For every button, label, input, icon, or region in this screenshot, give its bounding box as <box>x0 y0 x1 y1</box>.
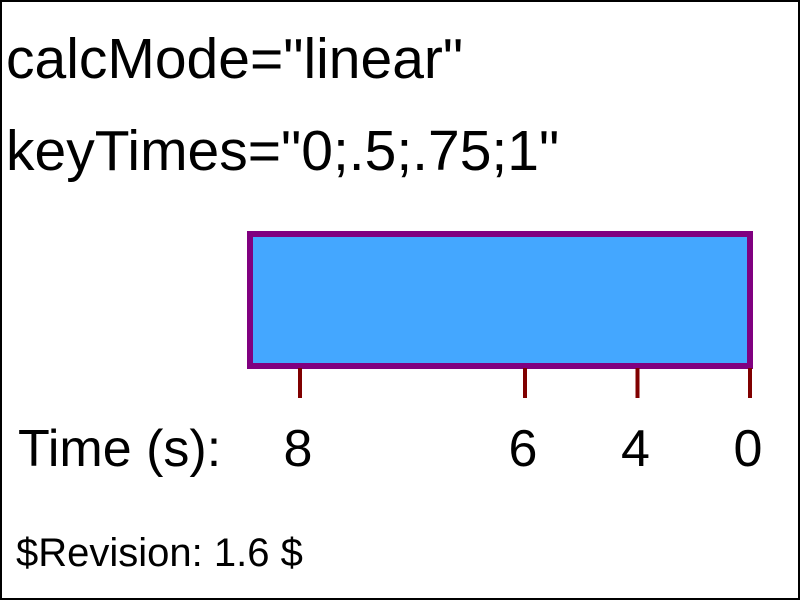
timeline-tick-label: 4 <box>621 420 650 478</box>
animated-bar <box>247 231 753 369</box>
key-times-label: keyTimes="0;.5;.75;1" <box>6 119 559 183</box>
timeline-ticks <box>298 368 752 398</box>
calc-mode-label: calcMode="linear" <box>6 27 463 91</box>
timeline-tick-label: 8 <box>284 420 313 478</box>
timeline-tick-label: 0 <box>734 420 763 478</box>
time-axis-label: Time (s): <box>18 420 221 478</box>
timeline-tick-label: 6 <box>509 420 538 478</box>
timeline-tick-labels: 8 6 4 0 <box>284 420 763 478</box>
revision-label: $Revision: 1.6 $ <box>16 531 303 575</box>
